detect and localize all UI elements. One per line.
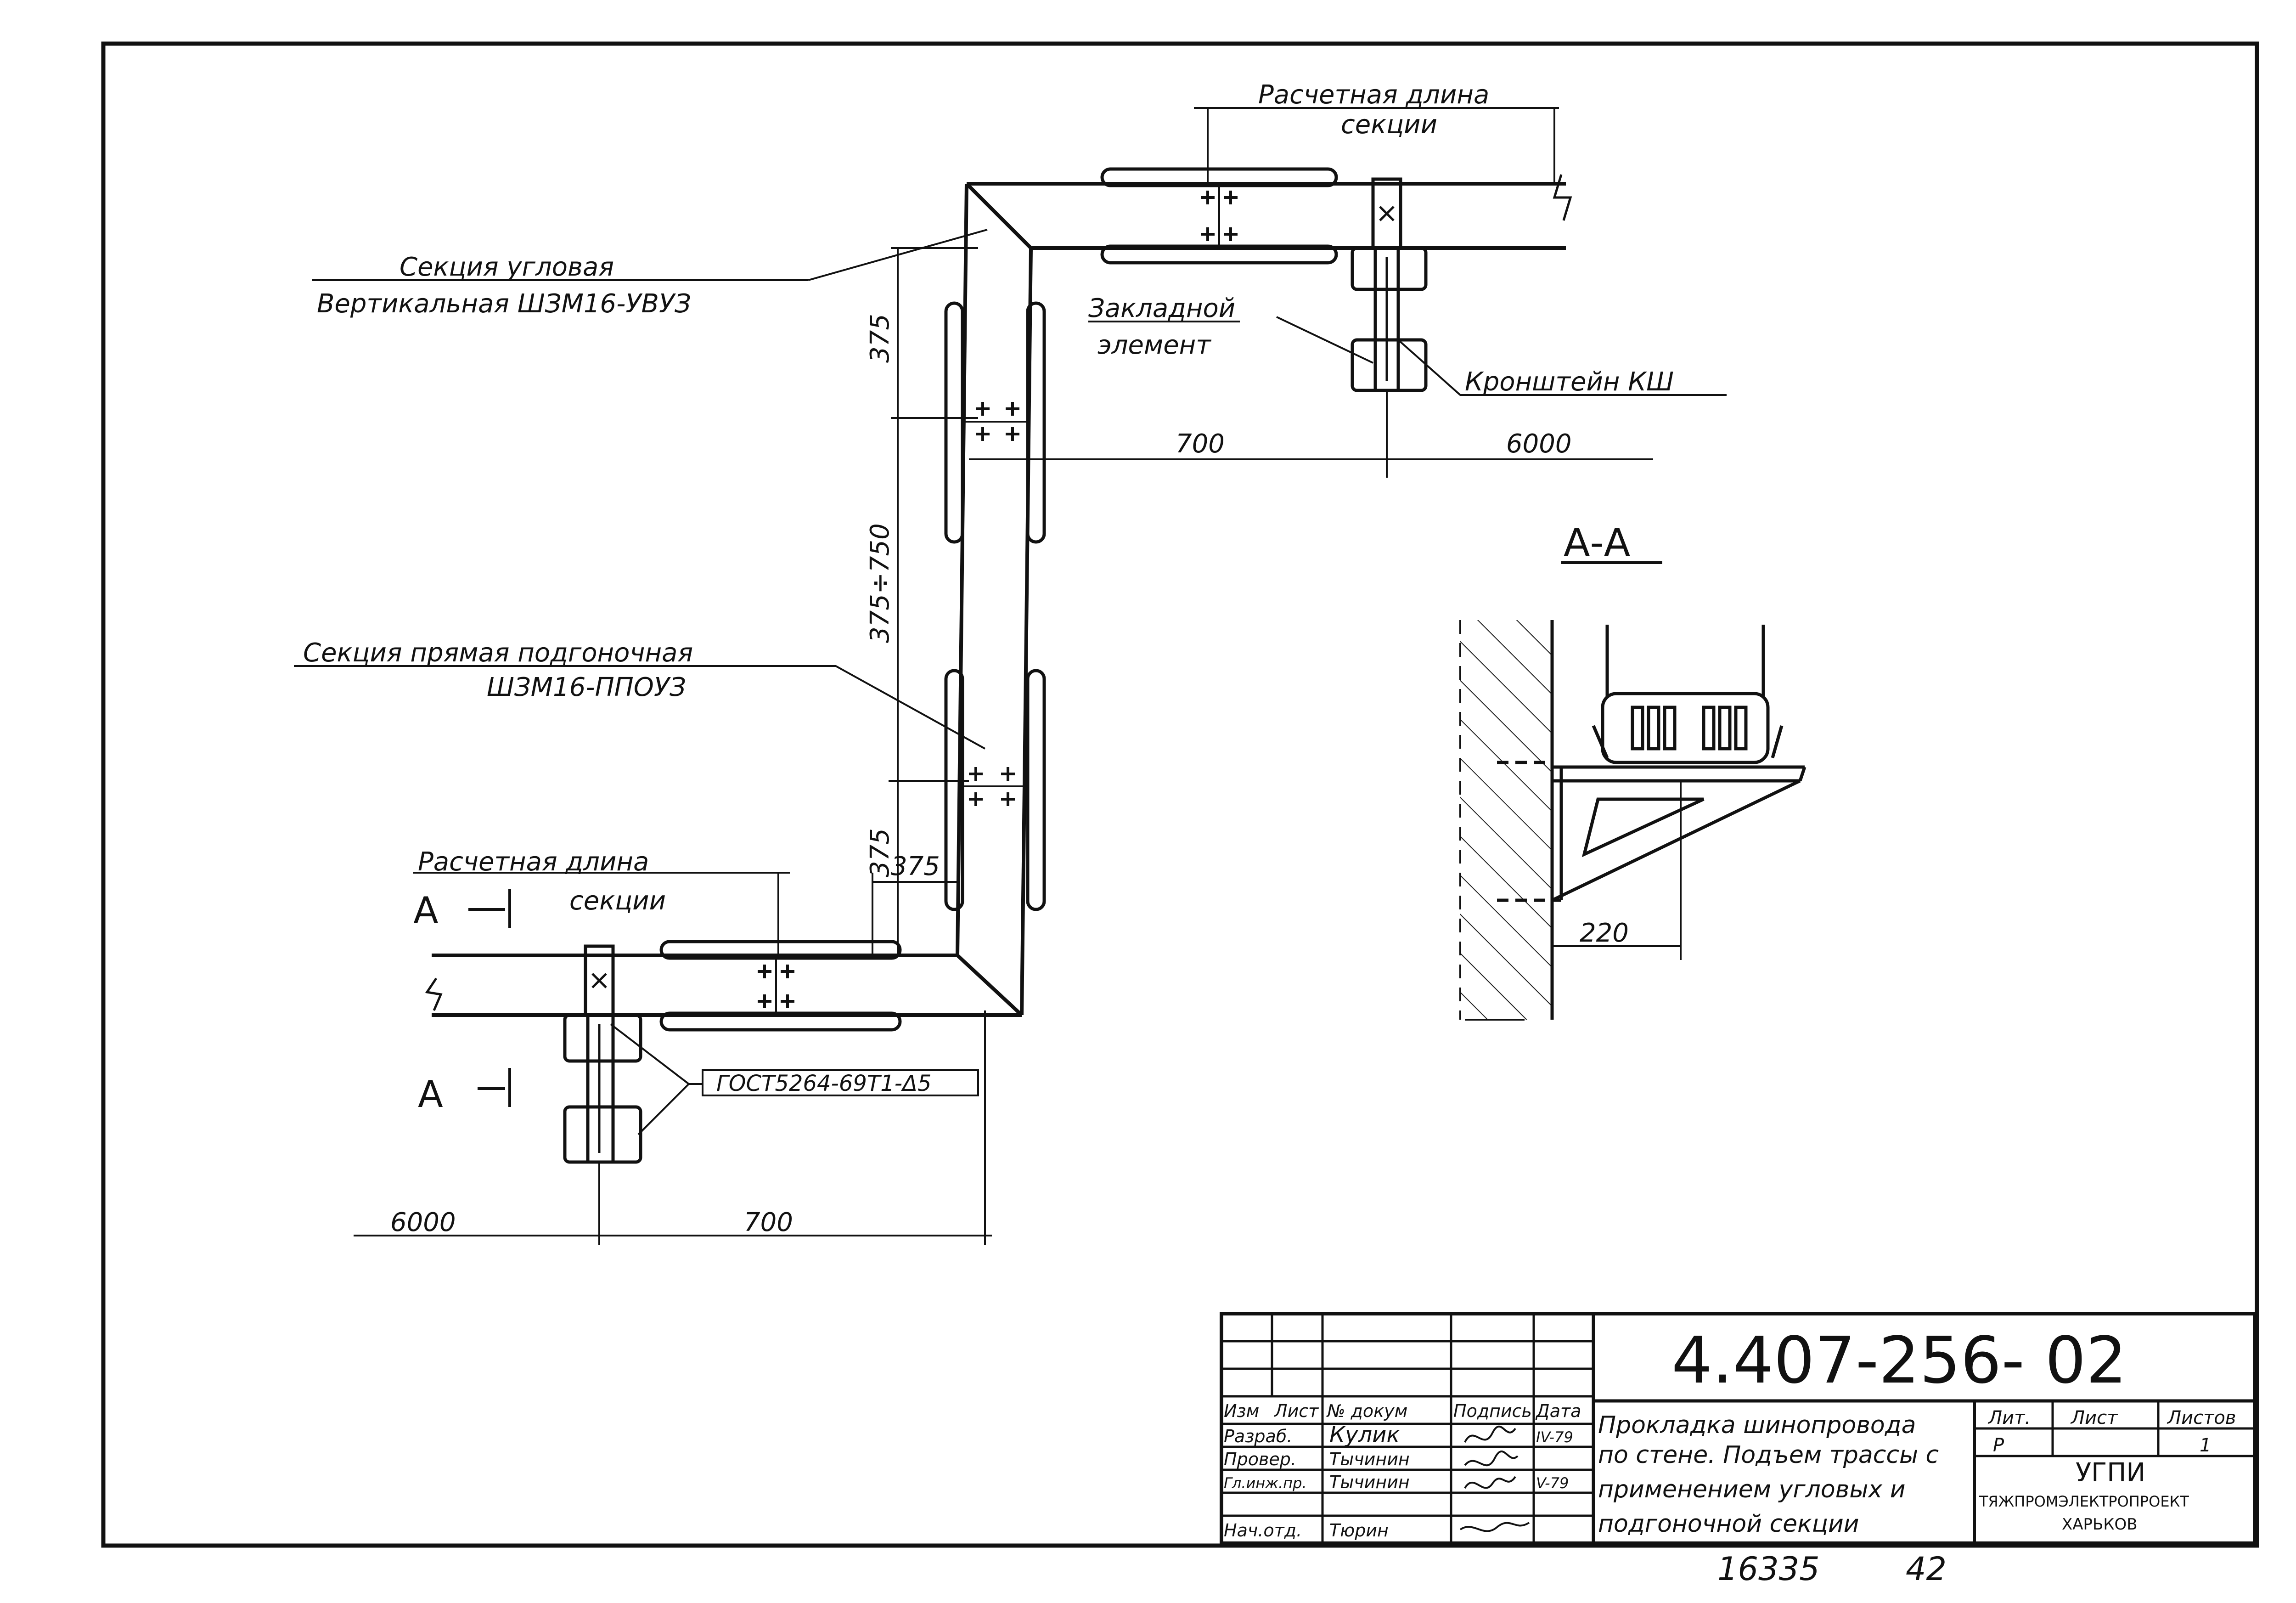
- dim-375-lower: 375: [865, 828, 895, 877]
- label-gost: ГОСТ5264-69Т1-Δ5: [716, 1071, 931, 1096]
- tb-listov-value: 1: [2200, 1435, 2211, 1456]
- tb-row-name: Тычинин: [1329, 1449, 1410, 1469]
- break-marks: [425, 174, 1572, 1011]
- label-uglovaya-1: Секция угловая: [400, 252, 614, 282]
- tb-row-role: Провер.: [1224, 1449, 1296, 1469]
- tb-row-role: Разраб.: [1224, 1426, 1292, 1446]
- tb-lit-value: Р: [1993, 1435, 2004, 1456]
- tb-row-date: IV-79: [1536, 1428, 1573, 1446]
- tb-title-line: применением угловых и: [1598, 1476, 1906, 1503]
- drawing-labels: Расчетная длина секции Секция угловая Ве…: [303, 80, 1674, 1237]
- title-block-text: 4.407-256- 02 Изм Лист № докум Подпись Д…: [1224, 1323, 2236, 1541]
- sheet-frame: [101, 41, 2259, 1548]
- page-number: 42: [1906, 1550, 1947, 1588]
- label-uglovaya-2: Вертикальная ШЗМ16-УВУЗ: [317, 289, 691, 319]
- section-title: А-А: [1564, 520, 1630, 565]
- label-pryamaya-2: ШЗМ16-ППОУЗ: [487, 672, 686, 702]
- tb-head-podpis: Подпись: [1453, 1401, 1532, 1421]
- inv-number: 16335: [1717, 1550, 1820, 1588]
- dim-6000-bot: 6000: [390, 1208, 456, 1237]
- dim-700-top: 700: [1176, 429, 1225, 459]
- label-raschetnaya-bot-1: Расчетная длина: [418, 847, 649, 877]
- tb-title-line: Прокладка шинопровода: [1598, 1411, 1916, 1439]
- tb-row-name: Тычинин: [1329, 1472, 1410, 1492]
- tb-head-list: Лист: [1273, 1401, 1319, 1421]
- tb-org-2: ТЯЖПРОМЭЛЕКТРОПРОЕКТ: [1979, 1493, 2189, 1510]
- dim-375-upper: 375: [865, 314, 895, 363]
- bottom-bracket: [563, 944, 642, 1164]
- label-raschetnaya-bot-2: секции: [569, 886, 666, 916]
- busbar-route: [432, 182, 1566, 1017]
- section-aa: [1459, 561, 1806, 1021]
- dimension-lines: [294, 107, 1727, 1245]
- section-mark-a-bot: А: [418, 1073, 443, 1116]
- section-mark-a-top: А: [413, 889, 439, 932]
- tb-head-doc: № докум: [1326, 1401, 1407, 1421]
- label-raschetnaya-top-2: секции: [1341, 110, 1437, 140]
- label-zakladnoy-1: Закладной: [1088, 294, 1235, 323]
- dim-375-750: 375÷750: [865, 523, 895, 643]
- bolt-crosses: [758, 184, 1238, 1015]
- signatures: [1459, 1425, 1530, 1532]
- tb-row-role: Нач.отд.: [1224, 1520, 1302, 1541]
- label-zakladnoy-2: элемент: [1097, 330, 1211, 360]
- tb-head-izm: Изм: [1224, 1401, 1259, 1421]
- label-raschetnaya-top-1: Расчетная длина: [1258, 80, 1489, 110]
- tb-title-line: по стене. Подъем трассы с: [1598, 1441, 1939, 1469]
- label-pryamaya-1: Секция прямая подгоночная: [303, 638, 693, 668]
- label-kronshteyn: Кронштейн КШ: [1465, 367, 1674, 397]
- doc-number: 4.407-256- 02: [1671, 1323, 2127, 1398]
- dim-220: 220: [1580, 918, 1629, 948]
- title-block: [1220, 1312, 2257, 1545]
- dim-6000-top: 6000: [1506, 429, 1572, 459]
- dim-375-horiz: 375: [891, 852, 940, 881]
- tb-row-role: Гл.инж.пр.: [1224, 1474, 1307, 1492]
- tb-lit-header: Лит.: [1987, 1407, 2031, 1428]
- tb-head-data: Дата: [1535, 1401, 1581, 1421]
- tb-row-name: Кулик: [1329, 1422, 1400, 1448]
- tb-title-line: подгоночной секции: [1598, 1510, 1859, 1538]
- tb-row-date: V-79: [1536, 1474, 1569, 1492]
- tb-org-1: УГПИ: [2076, 1458, 2145, 1488]
- tb-list-header: Лист: [2070, 1407, 2118, 1428]
- tb-listov-header: Листов: [2167, 1407, 2236, 1428]
- tb-org-3: ХАРЬКОВ: [2062, 1515, 2138, 1534]
- tb-row-name: Тюрин: [1329, 1520, 1389, 1541]
- dim-700-bot: 700: [744, 1208, 793, 1237]
